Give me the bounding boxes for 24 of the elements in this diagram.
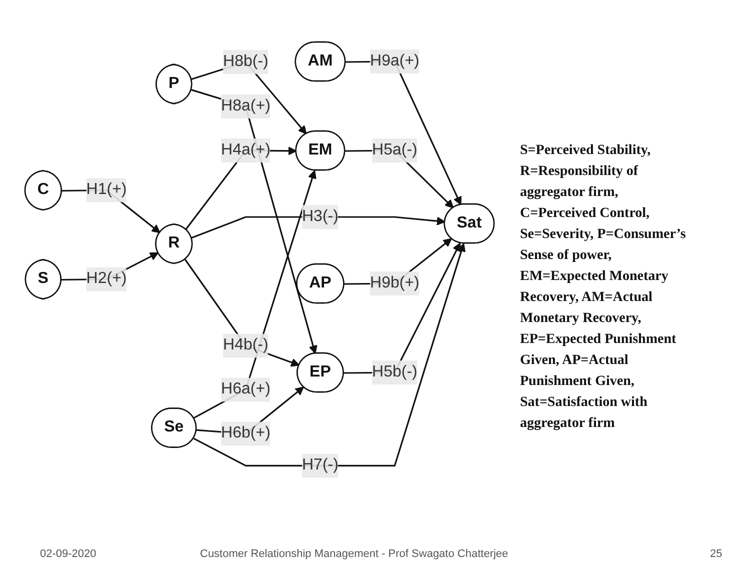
abbreviation-note: S=Perceived Stability, R=Responsibility of aggregator firm, C=Perceived Control, Se=Severity, P=Consumer’s Sense of power, EM=Expected Monetary Recovery, AM=Actual Monetary Recovery, EP=Expected Punishment Given, AP=Actual Punishment Given, Sat=Satisfaction with aggregator firm [520, 142, 687, 433]
edge-label: H6a(+) [222, 380, 271, 398]
arrow [346, 60, 462, 206]
arrow [194, 170, 317, 419]
footer-title: Customer Relationship Management - Prof Swagato Chatterjee [200, 548, 508, 560]
edge-label: H9b(+) [370, 274, 420, 292]
arrow [184, 259, 300, 367]
edge-label: H4b(-) [224, 336, 269, 354]
edge-label: H2(+) [86, 270, 128, 288]
edge-label: H3(-) [302, 208, 339, 226]
edge-label: H8b(-) [224, 53, 269, 70]
edge-label: H7(-) [302, 456, 339, 474]
edge-label: H4a(+) [222, 142, 271, 159]
arrow [344, 242, 462, 374]
date-text: 02-09-2020 [40, 548, 96, 560]
arrow [192, 89, 318, 354]
edge-label: H1(+) [86, 181, 128, 198]
edge-label: H5a(-) [372, 142, 418, 159]
page-number: 25 [710, 548, 722, 560]
edge-label: H6b(+) [222, 424, 271, 442]
edge-label: H9a(+) [370, 52, 420, 70]
edge-label: H5b(-) [372, 364, 418, 381]
edge-label: H8a(+) [222, 98, 271, 115]
arrow [194, 243, 466, 467]
